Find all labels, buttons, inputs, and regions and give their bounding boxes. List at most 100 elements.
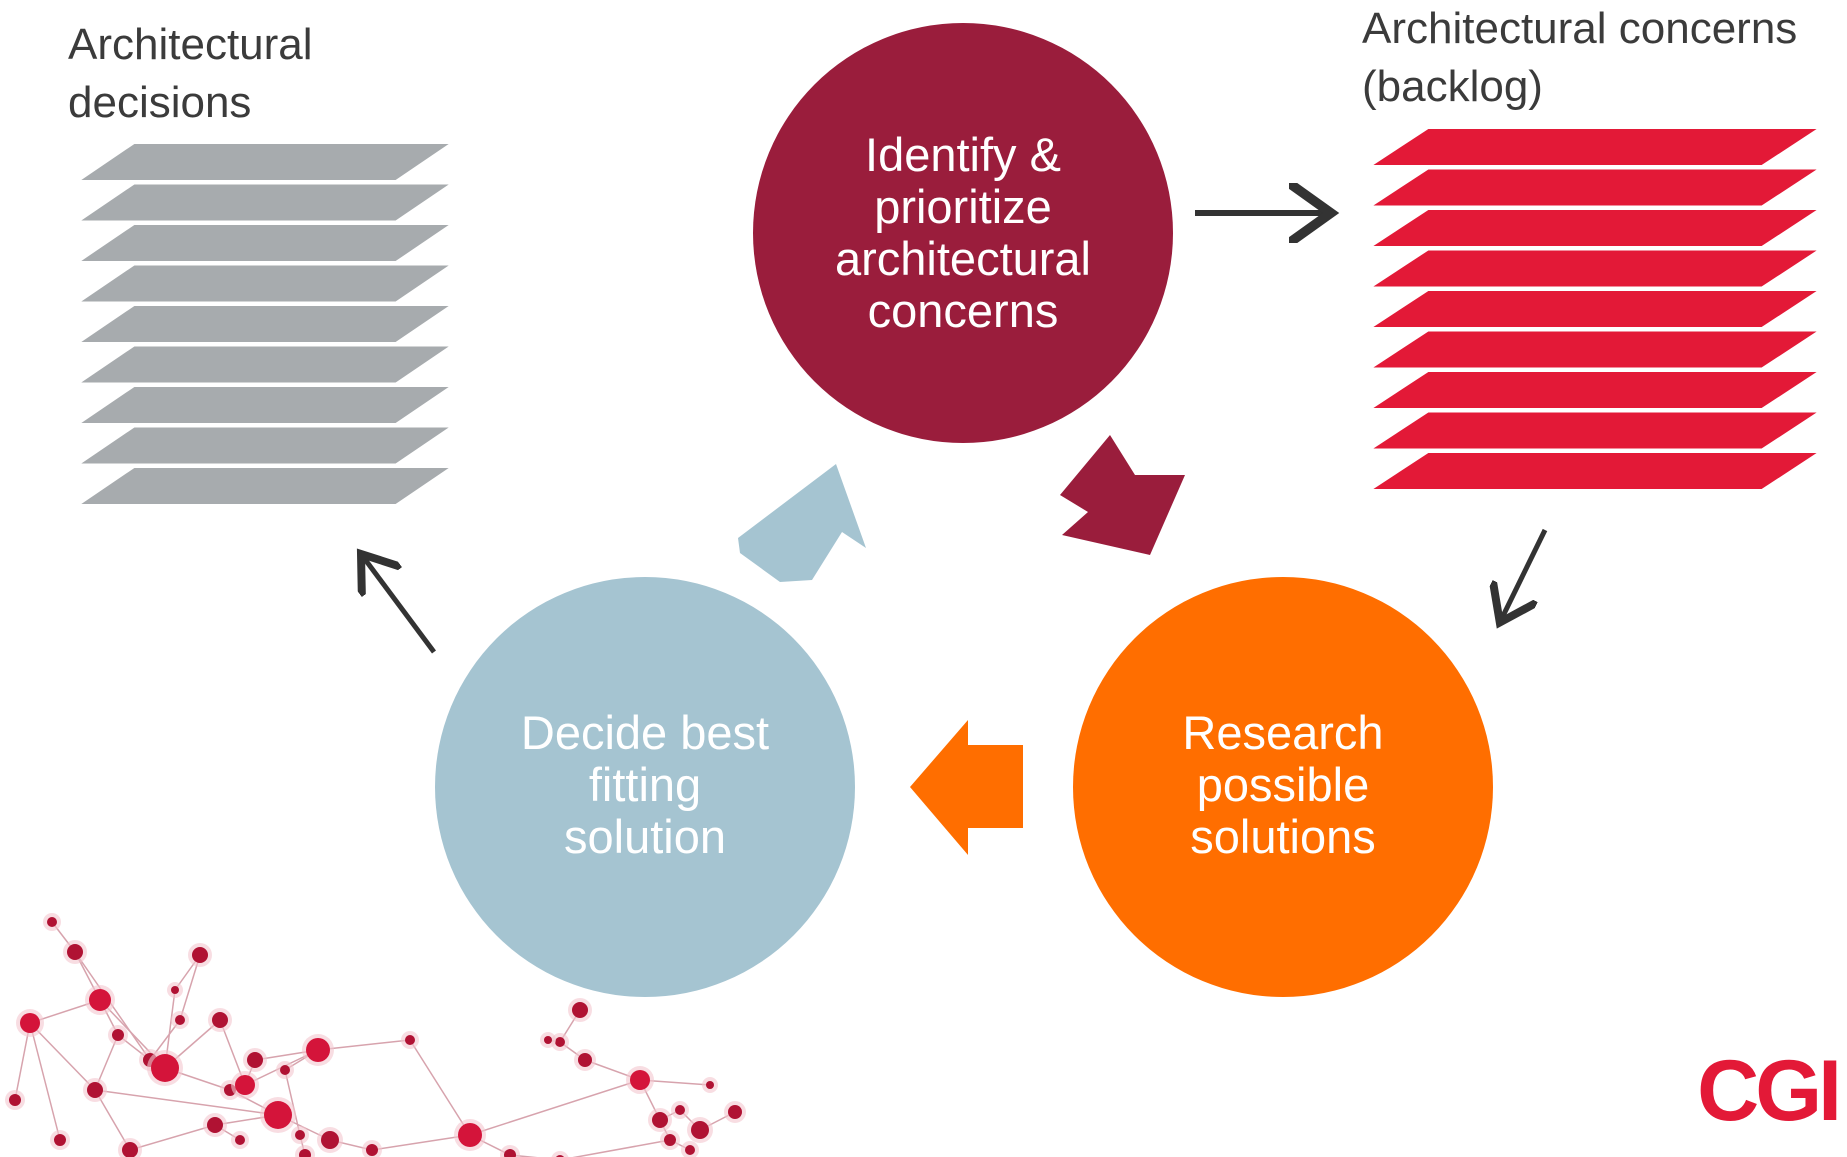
network-edge	[284, 1069, 301, 1136]
decide-circle	[435, 577, 855, 997]
decision-sheet	[74, 304, 456, 344]
architectural-concerns-backlog-stack	[1366, 127, 1824, 491]
decision-sheet	[74, 182, 456, 223]
backlog-sheet	[1366, 329, 1824, 370]
network-node	[630, 1070, 650, 1090]
identify-circle	[753, 23, 1173, 443]
network-node	[572, 1002, 588, 1018]
network-node	[9, 1094, 21, 1106]
decisions-label: Architectural decisions	[68, 16, 313, 132]
network-node	[122, 1142, 138, 1157]
network-node-halo	[551, 1151, 569, 1157]
network-node	[207, 1117, 223, 1133]
decision-sheet	[74, 142, 456, 182]
network-edge	[572, 1139, 671, 1157]
network-node	[171, 986, 179, 994]
network-node	[306, 1038, 330, 1062]
network-node	[89, 989, 111, 1011]
network-node	[675, 1105, 685, 1115]
decision-sheet	[74, 385, 456, 425]
network-node	[112, 1029, 124, 1041]
research-circle	[1073, 577, 1493, 997]
network-edge	[371, 1134, 471, 1151]
network-node	[706, 1081, 714, 1089]
backlog-sheet	[1366, 127, 1824, 167]
network-node	[151, 1054, 179, 1082]
network-node	[664, 1134, 676, 1146]
identify-text-line: architectural	[835, 232, 1091, 285]
network-node	[192, 947, 208, 963]
network-edge	[29, 1022, 96, 1091]
network-edge	[409, 1039, 471, 1136]
arrow-identify-to-research	[1060, 435, 1185, 555]
network-edge	[469, 1079, 641, 1136]
arrow-decide-to-decisions	[364, 558, 437, 654]
cgi-logo: CGI	[1697, 1043, 1838, 1139]
network-node	[87, 1082, 103, 1098]
network-node	[366, 1144, 378, 1156]
backlog-label-line2: (backlog)	[1362, 62, 1543, 111]
decision-sheet	[74, 466, 456, 506]
network-node	[544, 1036, 552, 1044]
network-node	[280, 1065, 290, 1075]
network-node	[555, 1037, 565, 1047]
research-text-line: possible	[1196, 758, 1370, 811]
backlog-sheet	[1366, 167, 1824, 208]
research-text: Research possible solutions	[1083, 705, 1483, 865]
network-node	[299, 1149, 311, 1157]
decision-sheet	[74, 263, 456, 304]
arrow-research-to-decide	[910, 720, 1023, 855]
network-decoration	[5, 913, 746, 1157]
network-node	[295, 1130, 305, 1140]
network-node	[652, 1112, 668, 1128]
decisions-label-line2: decisions	[68, 78, 252, 127]
research-text-line: solutions	[1190, 810, 1376, 863]
network-node	[212, 1012, 228, 1028]
backlog-sheet	[1366, 370, 1824, 410]
network-node	[405, 1035, 415, 1045]
decision-sheet	[74, 223, 456, 263]
research-text-line: Research	[1182, 706, 1384, 759]
backlog-label-line1: Architectural concerns	[1362, 4, 1798, 53]
arrow-backlog-to-research	[1502, 528, 1548, 618]
arrow-decide-to-identify	[738, 464, 866, 582]
identify-text-line: Identify &	[865, 128, 1061, 181]
decision-sheet	[74, 344, 456, 385]
decisions-label-line1: Architectural	[68, 20, 313, 69]
identify-text-line: concerns	[867, 284, 1059, 337]
identify-text-line: prioritize	[874, 180, 1052, 233]
decision-sheet	[74, 425, 456, 466]
network-node	[54, 1134, 66, 1146]
identify-text: Identify & prioritize architectural conc…	[763, 113, 1163, 353]
decide-text-line: Decide best	[520, 706, 770, 759]
network-node	[504, 1149, 516, 1157]
network-node	[47, 917, 57, 927]
backlog-label: Architectural concerns (backlog)	[1362, 0, 1797, 116]
network-edge	[29, 1022, 61, 1141]
decide-text-line: fitting	[588, 758, 702, 811]
decide-text: Decide best fitting solution	[445, 705, 845, 865]
backlog-sheet	[1366, 248, 1824, 289]
network-node	[578, 1053, 592, 1067]
network-node	[264, 1101, 292, 1129]
decide-text-line: solution	[564, 810, 726, 863]
network-node	[235, 1075, 255, 1095]
network-node	[175, 1015, 185, 1025]
backlog-sheet	[1366, 451, 1824, 491]
network-node	[20, 1013, 40, 1033]
network-node	[685, 1145, 695, 1155]
backlog-sheet	[1366, 208, 1824, 248]
network-node	[235, 1135, 245, 1145]
network-edge	[94, 1089, 279, 1116]
backlog-sheet	[1366, 410, 1824, 451]
architectural-decisions-stack	[74, 142, 456, 506]
network-node	[321, 1131, 339, 1149]
network-node	[691, 1121, 709, 1139]
network-node	[458, 1123, 482, 1147]
backlog-sheet	[1366, 289, 1824, 329]
network-node	[247, 1052, 263, 1068]
network-node	[67, 944, 83, 960]
network-node	[728, 1105, 742, 1119]
network-edge	[129, 1124, 216, 1151]
